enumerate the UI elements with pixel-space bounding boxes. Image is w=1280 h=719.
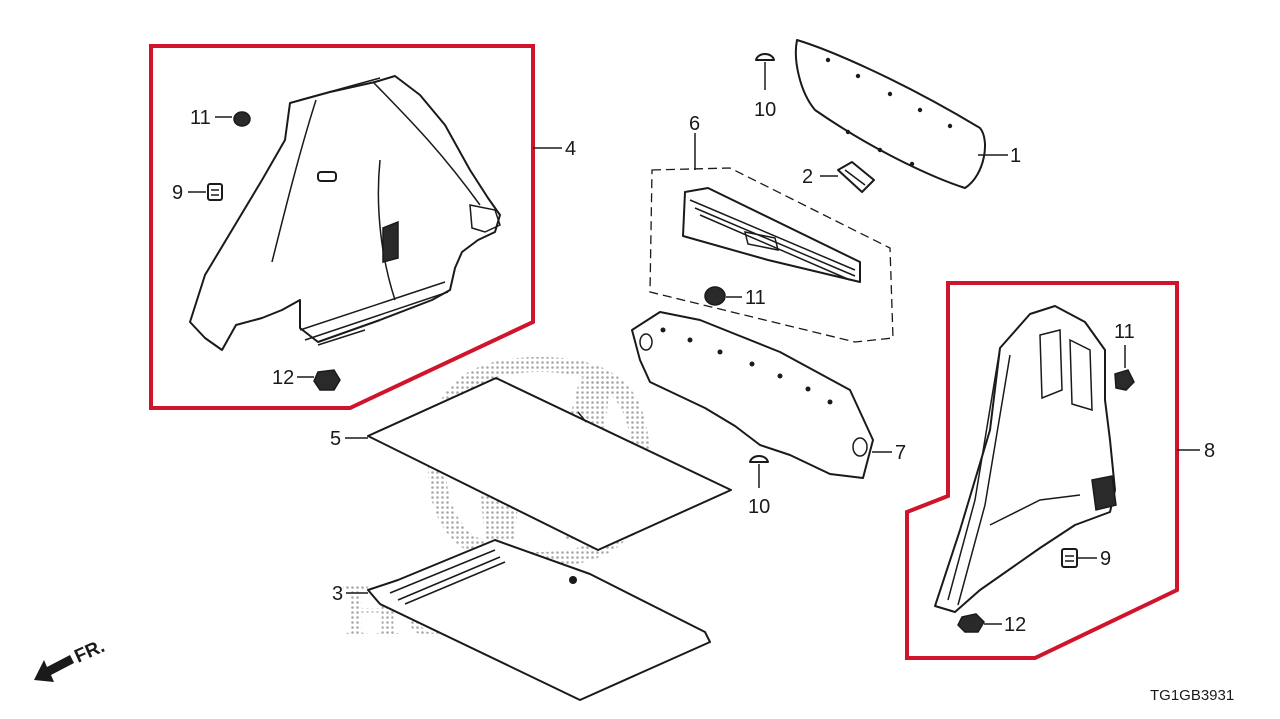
part-2-grab-handle <box>837 161 875 193</box>
highlight-frames <box>149 44 1179 660</box>
fastener-11-center <box>704 286 726 306</box>
fasteners <box>207 53 1135 633</box>
label-part-9-left: 9 <box>172 182 183 204</box>
label-part-10-bottom: 10 <box>748 496 770 518</box>
label-part-6: 6 <box>689 113 700 135</box>
fastener-11-right <box>1114 369 1135 391</box>
label-part-11-right: 11 <box>1114 321 1135 343</box>
part-8-right-side-lining <box>934 305 1117 613</box>
label-part-9-right: 9 <box>1100 548 1111 570</box>
leader-lines <box>188 116 1200 625</box>
label-part-4: 4 <box>565 138 576 160</box>
part-3-floor-panel <box>367 539 711 701</box>
fastener-10-top <box>755 53 775 90</box>
highlight-frame-left-trim <box>149 44 535 410</box>
label-part-8: 8 <box>1204 440 1215 462</box>
fastener-11-left <box>233 111 251 127</box>
part-5-floor-mat <box>367 377 732 551</box>
label-part-7: 7 <box>895 442 906 464</box>
front-direction-indicator: FR. <box>34 636 108 682</box>
label-part-3: 3 <box>332 583 343 605</box>
part-number-labels: 11 9 12 4 5 3 6 10 2 1 11 7 10 11 8 9 12 <box>172 99 1215 636</box>
label-part-10-top: 10 <box>754 99 776 121</box>
front-direction-label: FR. <box>71 636 108 668</box>
fastener-10-bottom <box>749 455 769 488</box>
part-1-tailgate-lining <box>794 39 986 189</box>
part-6-rear-sill-garnish <box>649 167 894 343</box>
fastener-12-right <box>957 613 985 633</box>
part-7-rear-panel-lining <box>631 311 874 479</box>
fastener-12-left <box>313 369 341 391</box>
label-part-2: 2 <box>802 166 813 188</box>
label-part-1: 1 <box>1010 145 1021 167</box>
front-arrow-icon <box>34 655 74 682</box>
label-part-11-center: 11 <box>745 287 766 309</box>
part-4-left-side-lining <box>189 75 501 351</box>
label-part-5: 5 <box>330 428 341 450</box>
label-part-12-left: 12 <box>272 367 294 389</box>
fastener-9-right <box>1061 548 1078 568</box>
label-part-11-left: 11 <box>190 107 211 129</box>
label-part-12-right: 12 <box>1004 614 1026 636</box>
fastener-9-left <box>207 183 223 201</box>
highlight-frame-right-trim <box>905 281 1179 660</box>
diagram-code: TG1GB3931 <box>1150 687 1234 704</box>
